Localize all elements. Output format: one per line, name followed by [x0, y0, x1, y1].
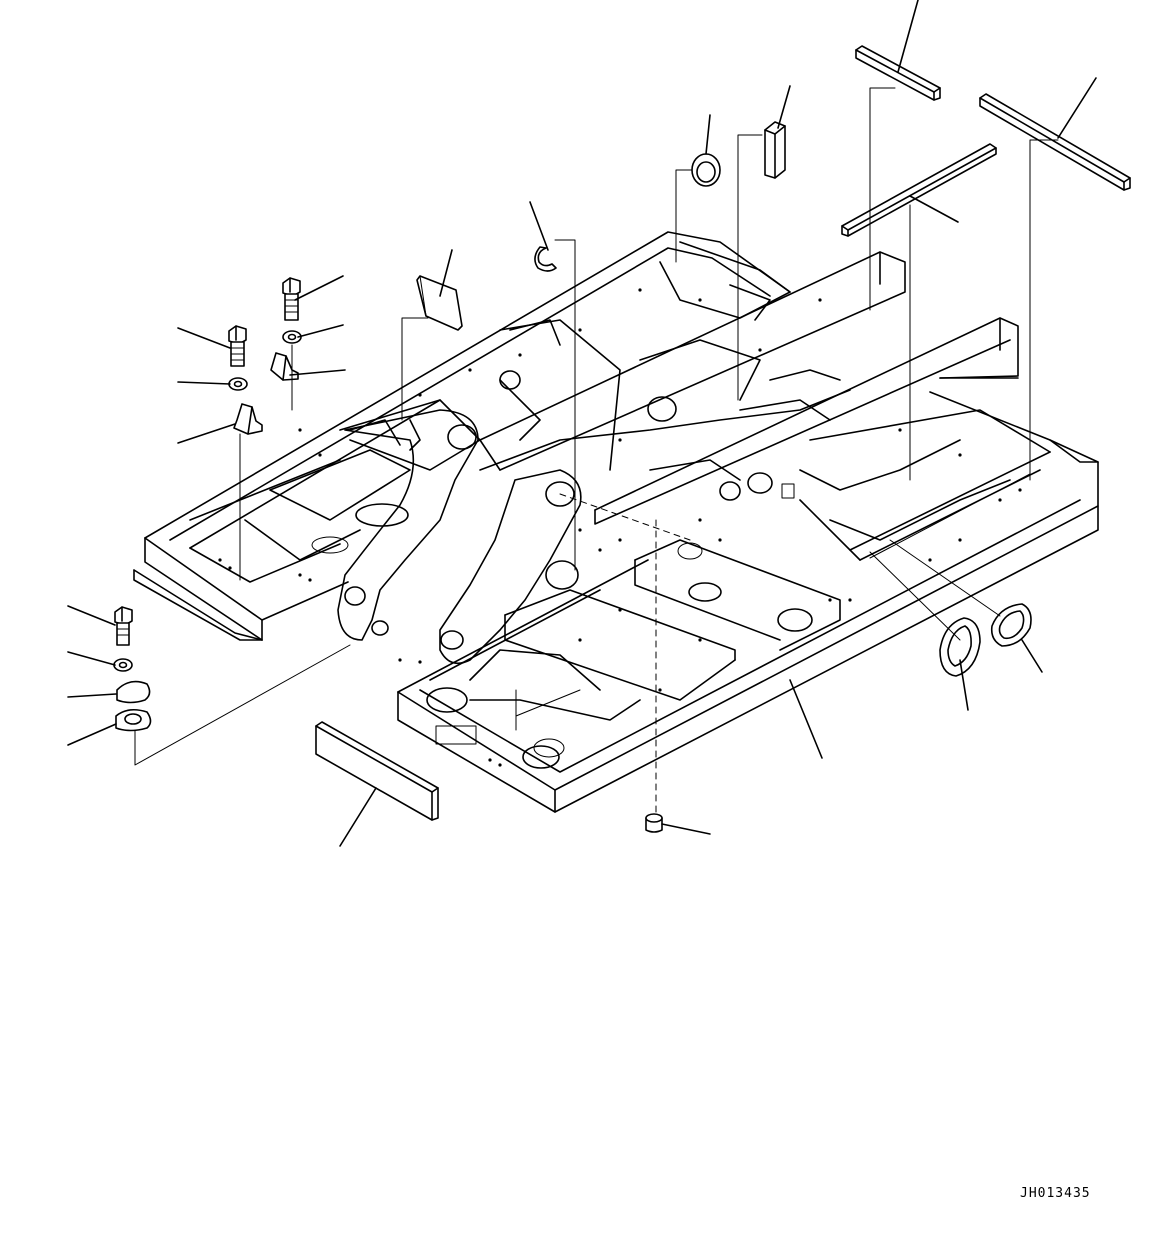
- washer-lower: [113, 658, 133, 672]
- bracket-upper: [270, 352, 299, 381]
- plug-bottom: [645, 813, 663, 833]
- grommet-right-1: [939, 617, 981, 677]
- washer-middle: [228, 377, 248, 391]
- cover-plate-lower: [116, 680, 151, 704]
- clip: [534, 246, 557, 272]
- block: [764, 121, 786, 179]
- leader-lines: [67, 0, 1097, 847]
- grommet-top: [691, 153, 721, 187]
- cover-plate: [416, 275, 463, 331]
- gasket-lower: [115, 708, 152, 732]
- bracket-middle: [233, 403, 263, 435]
- bolt-middle: [228, 325, 247, 367]
- seal-strip-middle: [841, 143, 997, 237]
- seal-strip-top: [855, 45, 941, 101]
- grommet-right-2: [990, 603, 1032, 647]
- bolt-lower: [114, 606, 133, 646]
- drawing-id: JH013435: [1020, 1186, 1091, 1201]
- seal-strip-right: [979, 93, 1131, 191]
- revolving-frame: [133, 231, 1099, 813]
- frame-holes: [218, 288, 1022, 767]
- plate-bottom: [315, 721, 439, 821]
